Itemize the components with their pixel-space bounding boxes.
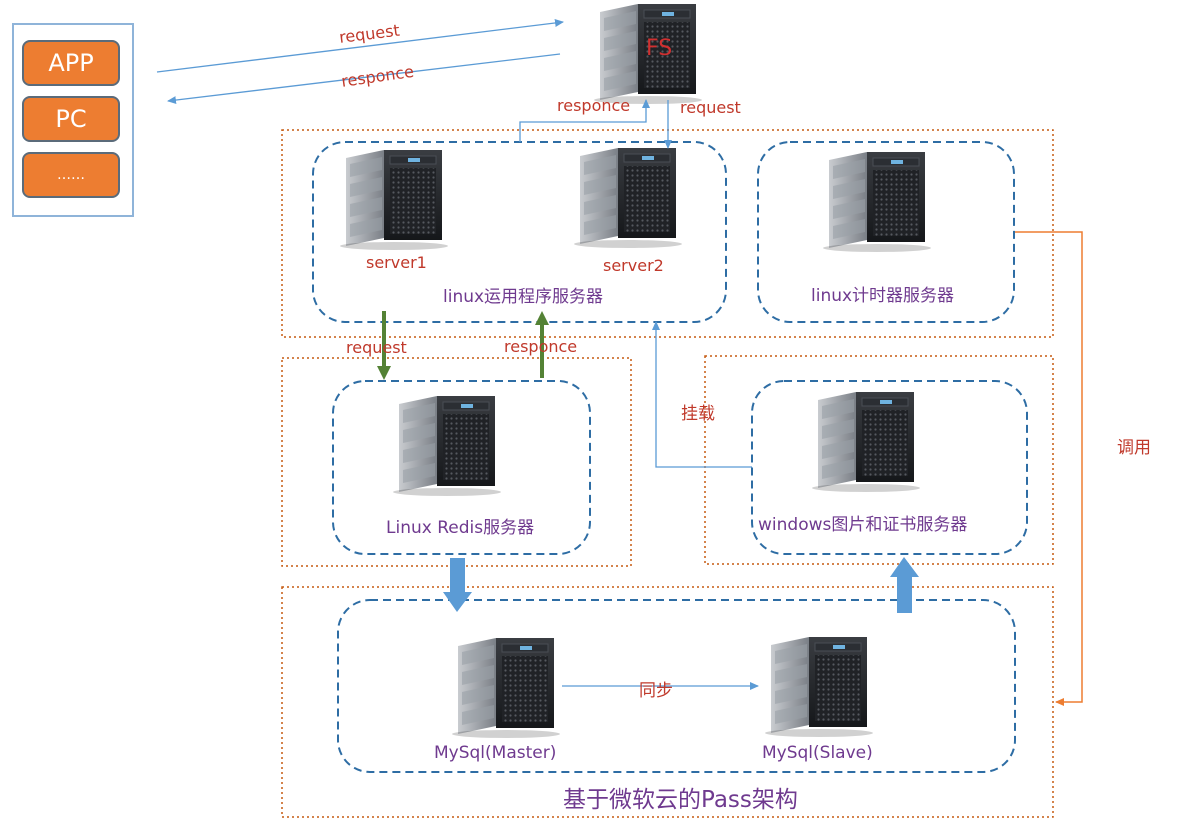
- server-timer-icon: [822, 151, 932, 253]
- mysql-slave-label: MySql(Slave): [762, 743, 873, 763]
- edge-invoke-label: 调用: [1117, 438, 1151, 458]
- arrow-invoke: [1015, 231, 1083, 706]
- fs-label: FS: [646, 36, 673, 61]
- server-mysql-slave-icon: [764, 636, 874, 738]
- edge-redis-request-label: request: [346, 338, 407, 357]
- edge-mount-label: 挂载: [681, 404, 715, 424]
- timer-title: linux计时器服务器: [811, 286, 955, 306]
- arrow-redis-to-db-shaft: [450, 558, 465, 594]
- server1-icon: [339, 149, 449, 251]
- box-redis: [332, 380, 591, 555]
- mysql-master-label: MySql(Master): [434, 743, 557, 763]
- arrow-fs-response: [519, 99, 650, 142]
- edge-fs-response-label: responce: [557, 96, 631, 115]
- client-pc-button: PC: [22, 96, 120, 142]
- arrow-client-response: [167, 53, 561, 105]
- windows-title: windows图片和证书服务器: [758, 515, 968, 535]
- frame-windows-tier: [704, 355, 1054, 565]
- server-mysql-master-icon: [451, 637, 561, 739]
- edge-fs-request-label: request: [680, 98, 741, 117]
- client-more-label: ……: [57, 167, 85, 183]
- redis-title: Linux Redis服务器: [386, 518, 535, 538]
- architecture-title: 基于微软云的Pass架构: [563, 787, 798, 813]
- box-mysql: [337, 599, 1016, 773]
- arrow-redis-to-db-head: [443, 592, 472, 612]
- arrow-client-request: [156, 19, 564, 73]
- arrow-db-to-windows-head: [890, 557, 919, 577]
- server-windows-icon: [811, 391, 921, 493]
- app-group-title: linux运用程序服务器: [443, 287, 604, 307]
- server-redis-icon: [392, 395, 502, 497]
- box-timer: [757, 141, 1015, 323]
- edge-sync-label: 同步: [639, 681, 673, 701]
- server2-label: server2: [603, 256, 664, 275]
- client-pc-label: PC: [55, 105, 87, 133]
- edge-redis-response-label: responce: [504, 337, 578, 356]
- arrow-redis-response-head: [535, 311, 549, 325]
- server2-icon: [573, 147, 683, 249]
- client-app-button: APP: [22, 40, 120, 86]
- arrow-db-to-windows-shaft: [897, 575, 912, 613]
- arrow-redis-request-head: [377, 366, 391, 380]
- frame-db-tier: [281, 586, 1054, 818]
- box-windows: [751, 380, 1028, 555]
- arrow-mount: [652, 321, 752, 468]
- server1-label: server1: [366, 253, 427, 272]
- client-app-label: APP: [48, 49, 94, 77]
- client-more-button: ……: [22, 152, 120, 198]
